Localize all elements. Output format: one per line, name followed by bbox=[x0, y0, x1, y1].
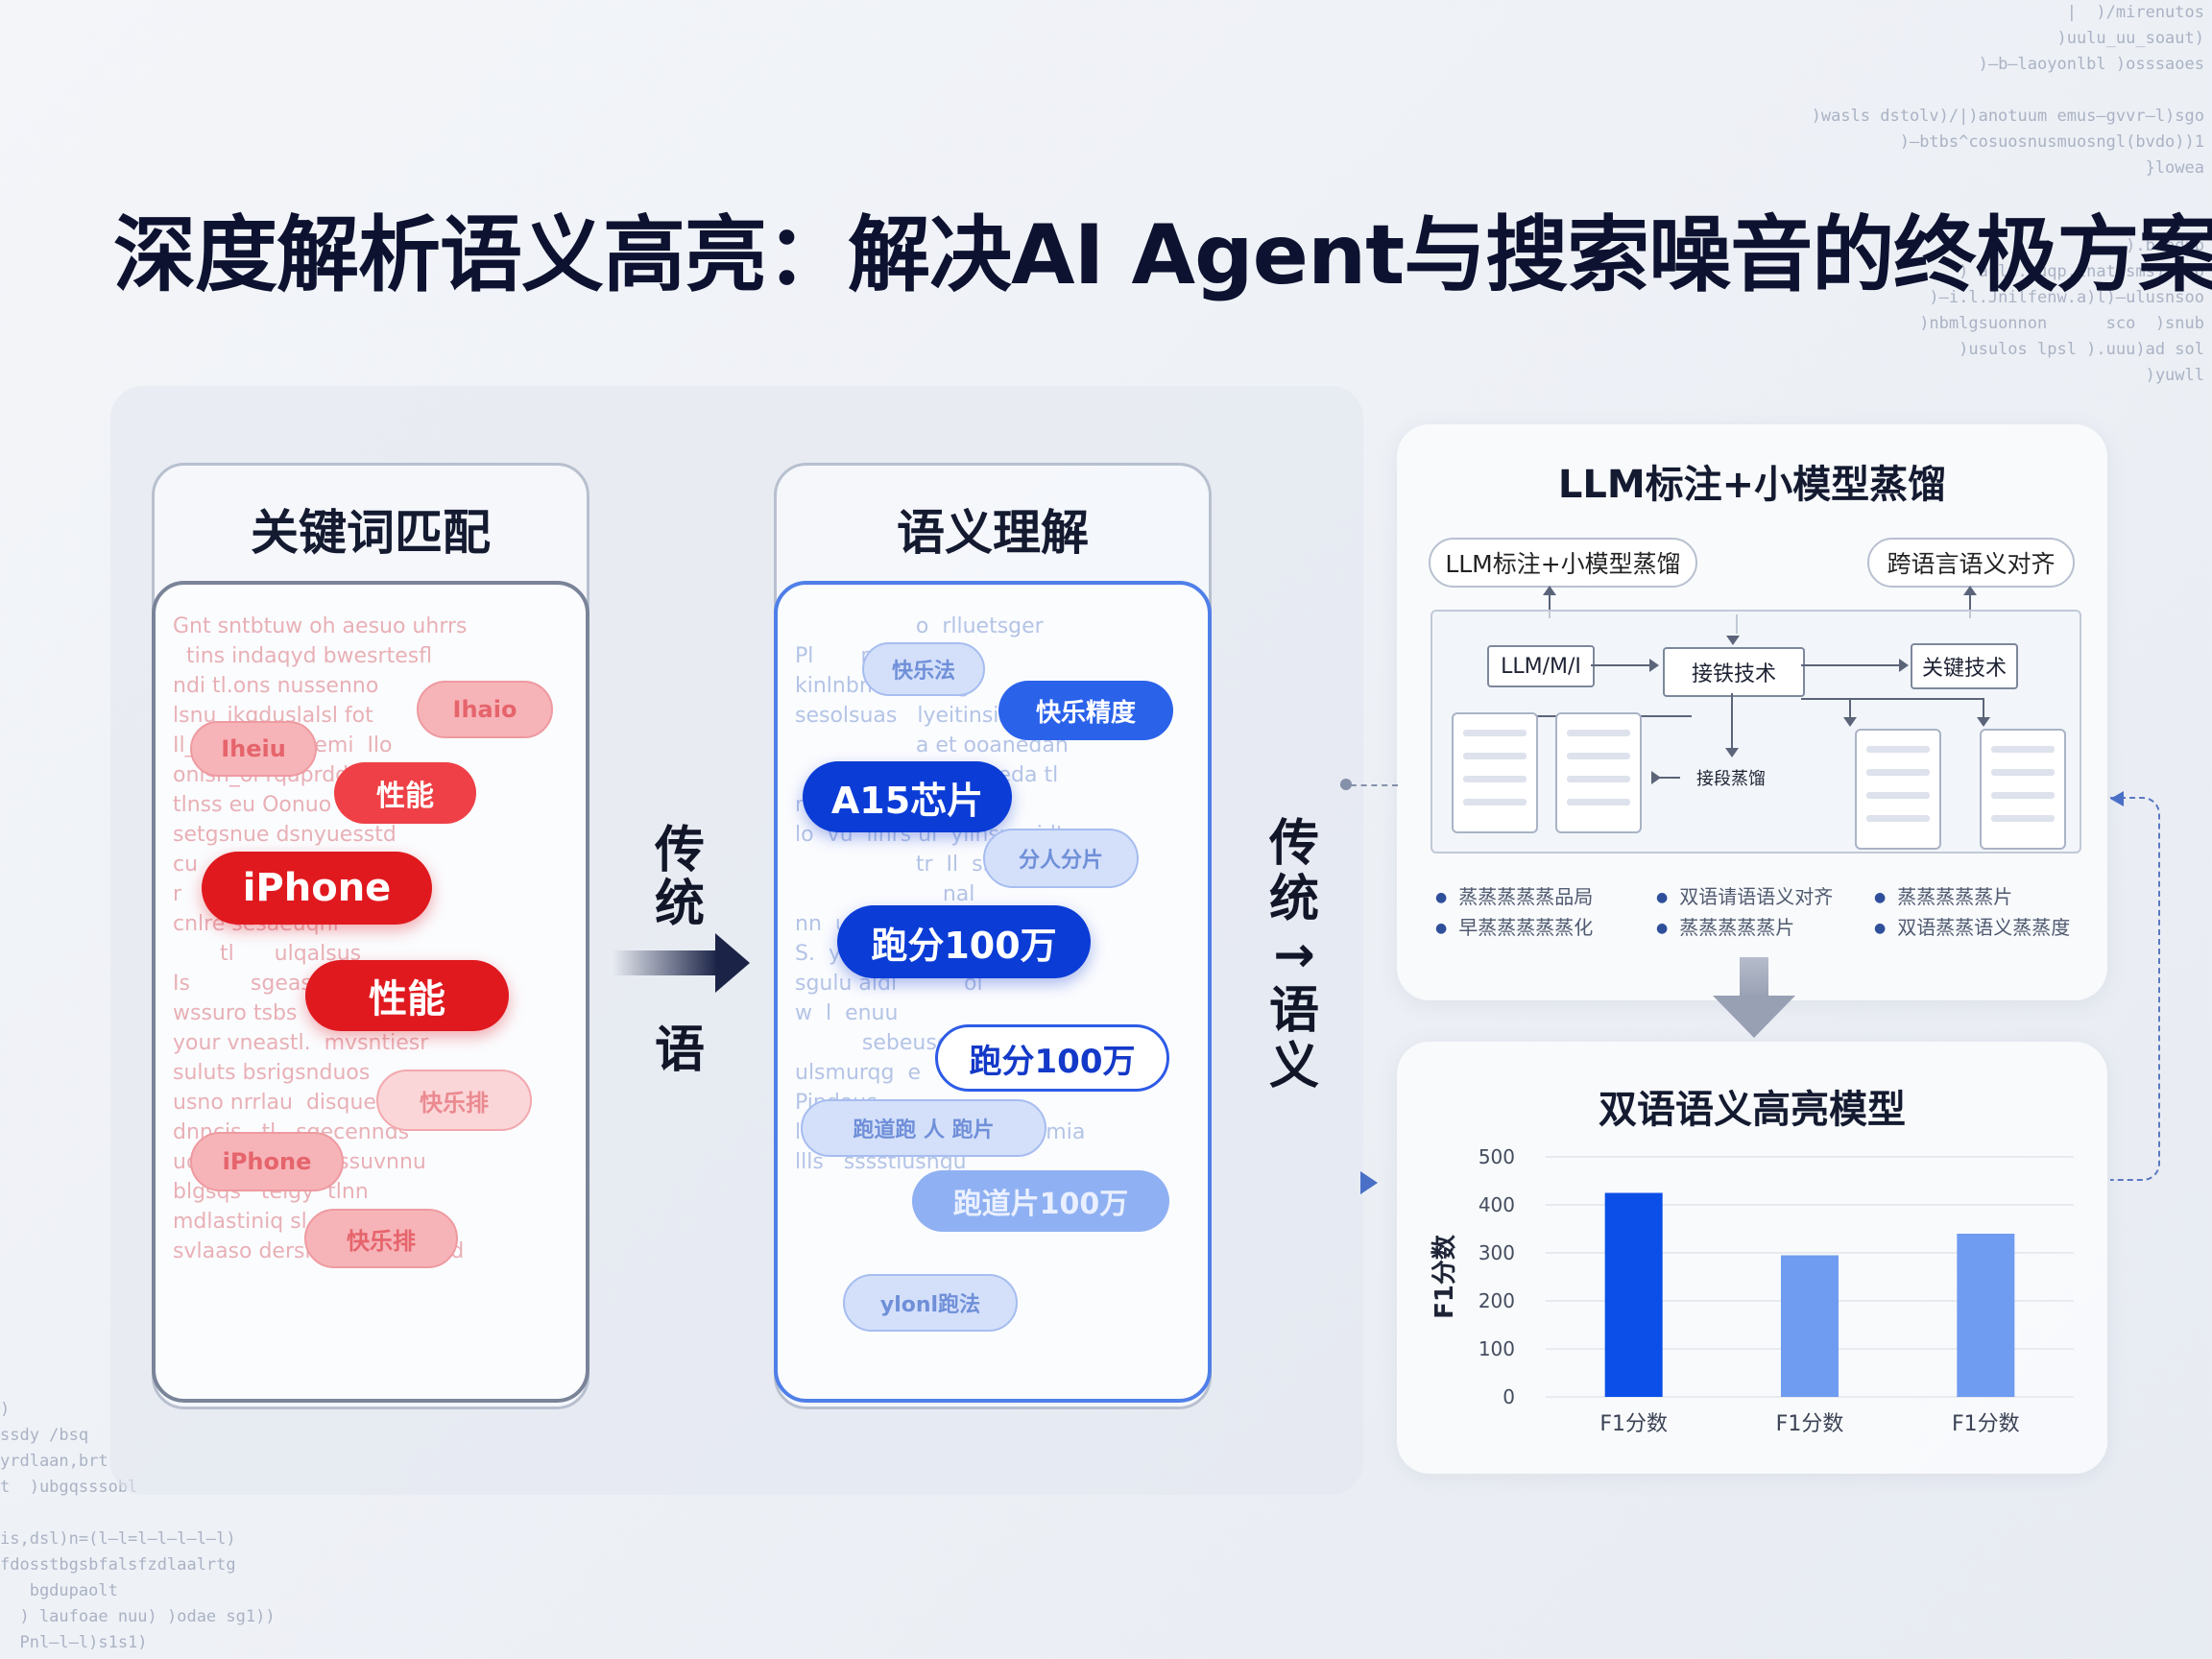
keyword-pill: 快乐排 bbox=[376, 1070, 532, 1131]
connector bbox=[1549, 589, 1551, 618]
down-arrow-shaft bbox=[1740, 957, 1768, 998]
connector bbox=[1801, 664, 1899, 666]
feature-bullet: 早蒸蒸蒸蒸蒸化 bbox=[1435, 912, 1593, 940]
x-tick-label: F1分数 bbox=[1599, 1412, 1668, 1436]
arrow-right-icon bbox=[1649, 659, 1659, 672]
llm-node: LLM/M/I bbox=[1487, 645, 1595, 687]
dashed-connector-left bbox=[1340, 784, 1398, 786]
page-title: 深度解析语义高亮：解决AI Agent与搜索噪音的终极方案 bbox=[113, 207, 2212, 303]
y-tick-label: 300 bbox=[1479, 1241, 1515, 1264]
keyword-pill: 性能 bbox=[305, 960, 509, 1031]
connector bbox=[1653, 777, 1680, 779]
down-arrow-icon bbox=[1713, 996, 1795, 1038]
transition-arrow-shaft bbox=[613, 950, 718, 975]
semantic-pill: 跑分100万 bbox=[935, 1024, 1169, 1092]
data-card bbox=[1555, 712, 1642, 833]
decorative-code-bottom-left: ) ssdy /bsq yrdlaan,brt t )ubgqsssobl is… bbox=[0, 1400, 276, 1652]
dashed-feedback-connector bbox=[2110, 797, 2160, 1181]
connector bbox=[1591, 664, 1650, 666]
transition-arrow-icon bbox=[715, 933, 750, 993]
data-card bbox=[1855, 729, 1941, 850]
arrow-left-icon bbox=[2110, 791, 2124, 806]
arrow-right-icon bbox=[1360, 1171, 1378, 1194]
connector bbox=[1801, 698, 1984, 700]
decorative-code-top-right: | )/mirenutos )uulu_uu_soaut) )—b—laoyon… bbox=[1811, 3, 2204, 385]
connector bbox=[1969, 589, 1971, 618]
y-tick-label: 400 bbox=[1479, 1193, 1515, 1216]
connector bbox=[1983, 698, 1984, 719]
keyword-pill: iPhone bbox=[202, 852, 432, 925]
arrow-right-icon bbox=[1651, 771, 1661, 784]
y-tick-label: 200 bbox=[1479, 1289, 1515, 1312]
semantic-pill: 分人分片 bbox=[983, 829, 1139, 888]
x-tick-label: F1分数 bbox=[1776, 1412, 1844, 1436]
keyword-text-box: Gnt sntbtuw oh aesuo uhrrs tins indaqyd … bbox=[152, 581, 589, 1403]
arrow-down-icon bbox=[1726, 636, 1740, 645]
data-card bbox=[1452, 712, 1538, 833]
semantic-pill: 快乐法 bbox=[862, 642, 985, 696]
feature-bullet: 蒸蒸蒸蒸蒸片 bbox=[1874, 881, 2012, 909]
keyword-pill: Ihaio bbox=[417, 681, 553, 738]
y-tick-label: 500 bbox=[1479, 1145, 1515, 1168]
connector bbox=[1849, 698, 1851, 719]
data-card bbox=[1980, 729, 2066, 850]
arrow-down-icon bbox=[1977, 717, 1990, 727]
semantic-pill: 快乐精度 bbox=[998, 681, 1173, 740]
semantic-pill: 跑道片100万 bbox=[912, 1170, 1169, 1232]
pipeline-flow-diagram: LLM/M/I 接铁技术 关键技术 接段蒸馏 bbox=[1431, 610, 2081, 854]
y-axis-label: F1分数 bbox=[1431, 1234, 1459, 1319]
arrow-down-icon bbox=[1725, 748, 1739, 757]
connector bbox=[1731, 693, 1733, 749]
keyword-pill: 快乐排 bbox=[304, 1209, 458, 1268]
keyword-pill: Iheiu bbox=[190, 721, 317, 777]
result-card-title: 双语语义高亮模型 bbox=[1599, 1088, 1906, 1132]
pipeline-card: LLM标注+小模型蒸馏 LLM标注+小模型蒸馏 跨语言语义对齐 LLM/M/I … bbox=[1397, 424, 2107, 1000]
keyword-pill: iPhone bbox=[190, 1132, 344, 1191]
keyword-pill: 性能 bbox=[334, 762, 476, 824]
semantic-text-box: o rlluetsger Pl nd l kinlnbnd maasg seso… bbox=[774, 581, 1212, 1403]
arrow-label-top: 传统 bbox=[654, 822, 705, 933]
feature-bullet: 蒸蒸蒸蒸蒸片 bbox=[1656, 912, 1794, 940]
semantic-pill: 跑道跑 人 跑片 bbox=[801, 1099, 1046, 1157]
feature-bullet: 双语请语语义对齐 bbox=[1656, 881, 1833, 909]
feature-bullet: 蒸蒸蒸蒸蒸品局 bbox=[1435, 881, 1593, 909]
pipeline-card-title: LLM标注+小模型蒸馏 bbox=[1557, 463, 1947, 507]
distill-node: 接段蒸馏 bbox=[1696, 769, 1766, 789]
capability-tag-right: 跨语言语义对齐 bbox=[1867, 538, 2075, 588]
capability-tag-left: LLM标注+小模型蒸馏 bbox=[1429, 538, 1697, 588]
connector-dot bbox=[1340, 779, 1352, 790]
key-tech-node: 关键技术 bbox=[1911, 643, 2018, 689]
arrow-label-bottom: 语 bbox=[654, 1022, 705, 1079]
arrow-up-icon bbox=[1963, 586, 1977, 595]
vertical-transition-label: 传统→语义 bbox=[1268, 815, 1319, 1095]
keyword-match-title: 关键词匹配 bbox=[251, 505, 491, 561]
semantic-pill: 跑分100万 bbox=[837, 905, 1091, 978]
arrow-right-icon bbox=[1899, 659, 1909, 672]
y-tick-label: 0 bbox=[1503, 1385, 1515, 1408]
x-tick-label: F1分数 bbox=[1952, 1412, 2020, 1436]
arrow-down-icon bbox=[1843, 717, 1857, 727]
semantic-understanding-title: 语义理解 bbox=[897, 505, 1089, 561]
feature-bullet: 双语蒸蒸语义蒸蒸度 bbox=[1874, 912, 2070, 940]
arrow-up-icon bbox=[1543, 586, 1556, 595]
y-tick-label: 100 bbox=[1479, 1337, 1515, 1360]
bar bbox=[1604, 1192, 1663, 1397]
bar bbox=[1957, 1234, 2015, 1397]
bar bbox=[1781, 1255, 1839, 1397]
semantic-pill: ylonl跑法 bbox=[843, 1274, 1018, 1332]
tech-node: 接铁技术 bbox=[1663, 647, 1805, 697]
semantic-pill: A15芯片 bbox=[803, 761, 1012, 832]
